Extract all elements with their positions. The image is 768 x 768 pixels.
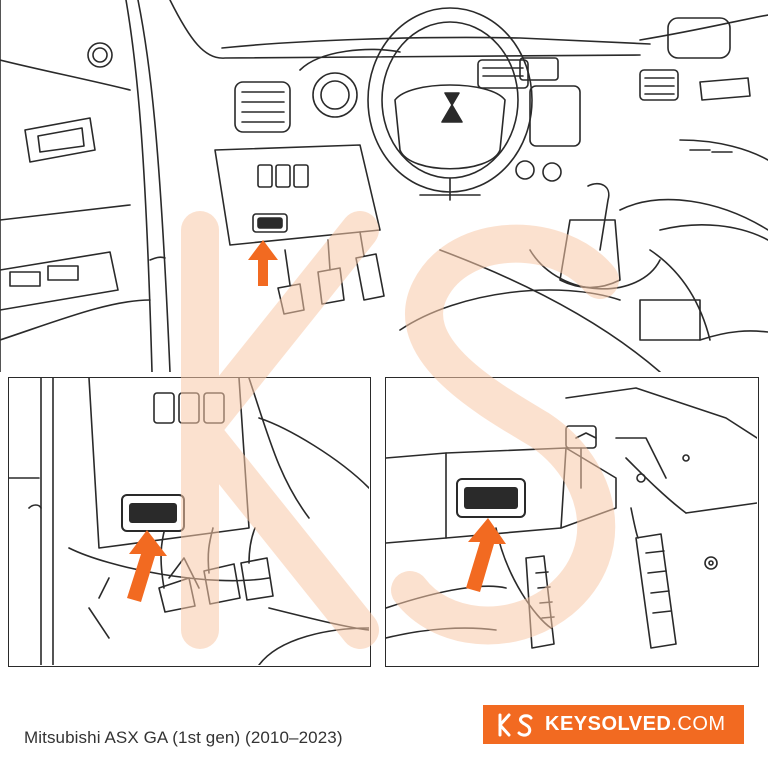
inset-left-closeup [8, 377, 371, 667]
brand-suffix: .COM [671, 713, 726, 735]
keysolved-logo-icon [498, 713, 533, 737]
brand-badge: KEYSOLVED.COM [483, 705, 744, 744]
inset-right-closeup [385, 377, 759, 667]
arrow-inset-right-icon [466, 518, 506, 592]
brand-name: KEYSOLVED [545, 713, 672, 735]
vehicle-caption: Mitsubishi ASX GA (1st gen) (2010–2023) [24, 728, 343, 747]
main-illustration [0, 0, 768, 372]
arrow-main-icon [248, 240, 278, 286]
arrow-inset-left-icon [127, 530, 167, 602]
obd-port-closeup-right [456, 478, 526, 518]
obd-port-closeup-left [121, 494, 185, 532]
